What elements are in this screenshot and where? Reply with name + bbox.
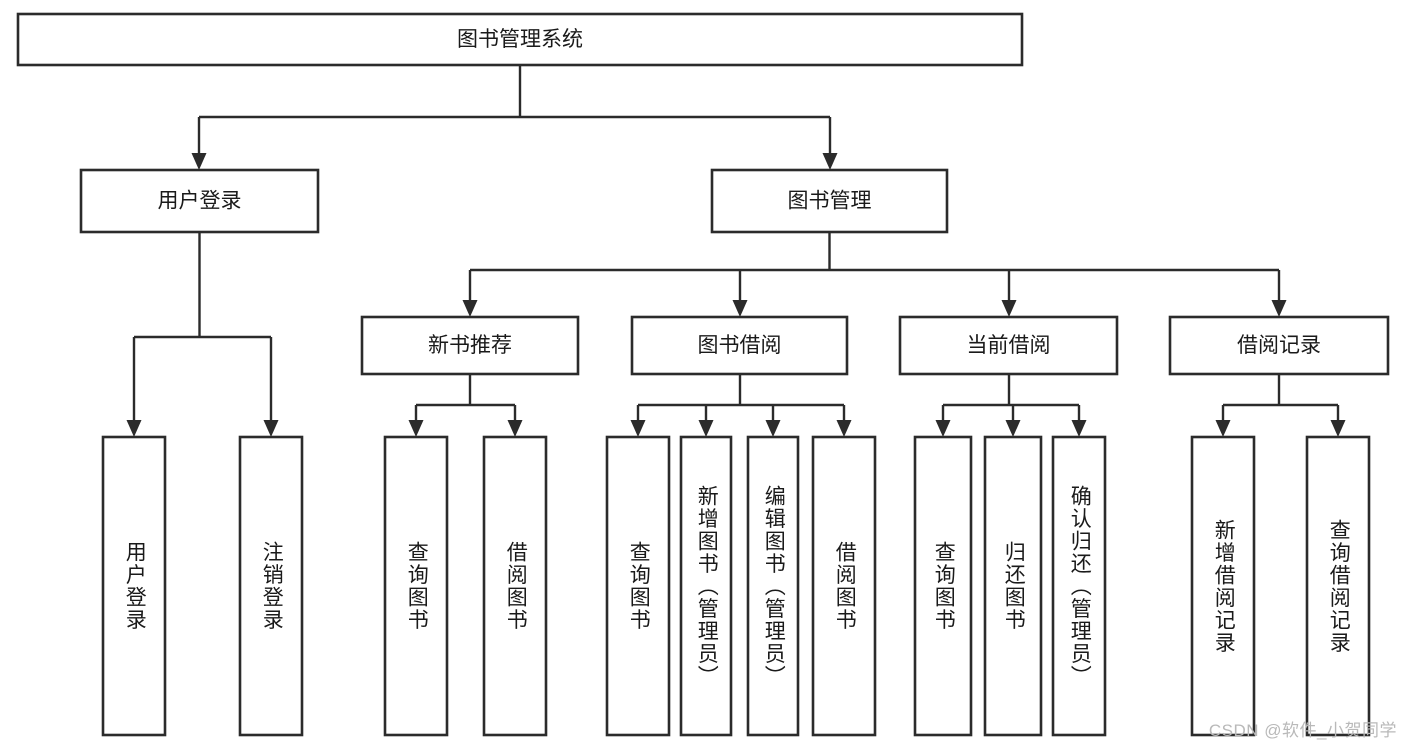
- arrow-head-icon: [1330, 420, 1346, 437]
- arrow-head-icon: [1005, 420, 1021, 437]
- arrow-head-icon: [1071, 420, 1087, 437]
- level3-node-rect[interactable]: [898, 315, 1119, 376]
- level3-node-label-1: 图书借阅: [698, 334, 782, 357]
- level3-node-2[interactable]: [898, 315, 1119, 376]
- leaf-node-10[interactable]: [1051, 435, 1107, 737]
- arrow-head-icon: [408, 420, 424, 437]
- connector-layer: [126, 65, 1346, 437]
- leaf-node-11[interactable]: [1190, 435, 1256, 737]
- arrow-head-icon: [191, 153, 207, 170]
- arrow-head-icon: [698, 420, 714, 437]
- leaf-node-rect[interactable]: [1051, 435, 1107, 737]
- leaf-node-rect[interactable]: [238, 435, 304, 737]
- level3-node-rect[interactable]: [1168, 315, 1390, 376]
- level3-node-0[interactable]: [360, 315, 580, 376]
- level2-node-label-1: 图书管理: [788, 190, 872, 213]
- leaf-node-0[interactable]: [101, 435, 167, 737]
- leaf-node-8[interactable]: [913, 435, 973, 737]
- arrow-head-icon: [935, 420, 951, 437]
- arrow-head-icon: [1215, 420, 1231, 437]
- arrow-head-icon: [822, 153, 838, 170]
- level2-node-1[interactable]: [710, 168, 949, 234]
- leaf-node-1[interactable]: [238, 435, 304, 737]
- level3-node-1[interactable]: [630, 315, 849, 376]
- arrow-head-icon: [732, 300, 748, 317]
- level3-node-label-3: 借阅记录: [1237, 334, 1321, 357]
- level3-node-rect[interactable]: [360, 315, 580, 376]
- level3-node-label-0: 新书推荐: [428, 334, 512, 357]
- level3-node-3[interactable]: [1168, 315, 1390, 376]
- leaf-node-6[interactable]: [746, 435, 800, 737]
- csdn-watermark: CSDN @软件_小贺同学: [1208, 721, 1397, 740]
- level2-node-0[interactable]: [79, 168, 320, 234]
- leaf-node-4[interactable]: [605, 435, 671, 737]
- leaf-node-rect[interactable]: [1305, 435, 1371, 737]
- arrow-head-icon: [836, 420, 852, 437]
- leaf-node-rect[interactable]: [383, 435, 449, 737]
- leaf-node-rect[interactable]: [913, 435, 973, 737]
- level3-node-label-2: 当前借阅: [967, 334, 1051, 357]
- leaf-node-rect[interactable]: [101, 435, 167, 737]
- leaf-node-rect[interactable]: [482, 435, 548, 737]
- arrow-head-icon: [1001, 300, 1017, 317]
- leaf-node-rect[interactable]: [746, 435, 800, 737]
- node-layer: [16, 12, 1390, 737]
- level2-node-label-0: 用户登录: [158, 190, 242, 213]
- arrow-head-icon: [507, 420, 523, 437]
- leaf-node-rect[interactable]: [811, 435, 877, 737]
- root-node-label: 图书管理系统: [457, 28, 583, 51]
- leaf-node-2[interactable]: [383, 435, 449, 737]
- leaf-node-rect[interactable]: [983, 435, 1043, 737]
- leaf-node-rect[interactable]: [679, 435, 733, 737]
- root-node-rect[interactable]: [16, 12, 1024, 67]
- arrow-head-icon: [630, 420, 646, 437]
- leaf-node-rect[interactable]: [1190, 435, 1256, 737]
- arrow-head-icon: [1271, 300, 1287, 317]
- leaf-node-7[interactable]: [811, 435, 877, 737]
- arrow-head-icon: [263, 420, 279, 437]
- arrow-head-icon: [462, 300, 478, 317]
- leaf-node-rect[interactable]: [605, 435, 671, 737]
- root-node[interactable]: [16, 12, 1024, 67]
- arrow-head-icon: [126, 420, 142, 437]
- level3-node-rect[interactable]: [630, 315, 849, 376]
- leaf-node-3[interactable]: [482, 435, 548, 737]
- leaf-node-5[interactable]: [679, 435, 733, 737]
- arrow-head-icon: [765, 420, 781, 437]
- level2-node-rect[interactable]: [79, 168, 320, 234]
- leaf-node-9[interactable]: [983, 435, 1043, 737]
- level2-node-rect[interactable]: [710, 168, 949, 234]
- leaf-node-12[interactable]: [1305, 435, 1371, 737]
